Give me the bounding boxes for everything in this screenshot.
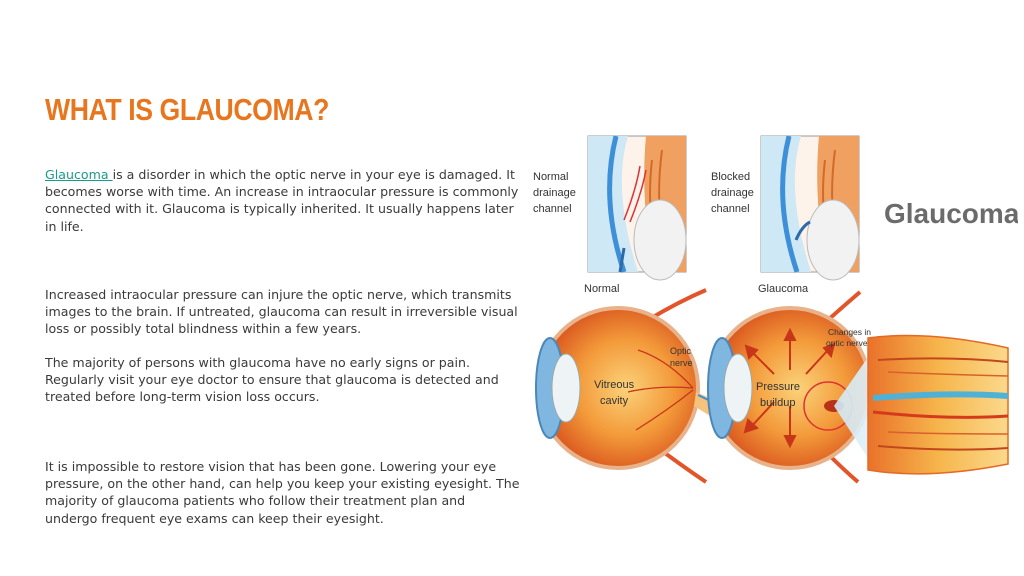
glaucoma-illustration: Normal drainage channel Blocked drainage cha…: [533, 135, 1018, 484]
blocked-drainage-label-1: Blocked: [711, 171, 750, 183]
paragraph-treatment: It is impossible to restore vision that …: [45, 459, 520, 526]
glaucoma-link[interactable]: Glaucoma: [45, 167, 113, 182]
changes-label-2: optic nerve: [826, 338, 868, 348]
paragraph-intro-text: is a disorder in which the optic nerve i…: [45, 167, 519, 234]
normal-drainage-label-2: drainage: [533, 187, 576, 199]
caption-normal: Normal: [584, 283, 619, 295]
optic-nerve-label-2: nerve: [670, 358, 693, 368]
normal-eye: [535, 288, 734, 484]
optic-nerve-zoom: [834, 334, 1009, 475]
normal-drainage-label-3: channel: [533, 203, 572, 215]
paragraph-intro: Glaucoma is a disorder in which the opti…: [45, 166, 520, 235]
blocked-drainage-inset: [760, 135, 860, 281]
changes-label-1: Changes in: [828, 327, 871, 337]
blocked-drainage-label-2: drainage: [711, 187, 754, 199]
optic-nerve-label-1: Optic: [670, 346, 692, 356]
pressure-arrows: [743, 327, 836, 449]
vitreous-label-1: Vitreous: [594, 379, 635, 391]
glaucoma-heading: Glaucoma: [884, 198, 1018, 229]
normal-drainage-inset: [587, 135, 687, 281]
pressure-label-2: buildup: [760, 397, 795, 409]
paragraph-pressure: Increased intraocular pressure can injur…: [45, 287, 518, 337]
blocked-drainage-label-3: channel: [711, 203, 750, 215]
slide-title: WHAT IS GLAUCOMA?: [45, 92, 329, 127]
paragraph-symptoms: The majority of persons with glaucoma ha…: [45, 355, 499, 405]
vitreous-label-2: cavity: [600, 395, 629, 407]
pressure-label-1: Pressure: [756, 381, 800, 393]
normal-drainage-label-1: Normal: [533, 171, 568, 183]
caption-glaucoma: Glaucoma: [758, 283, 809, 295]
